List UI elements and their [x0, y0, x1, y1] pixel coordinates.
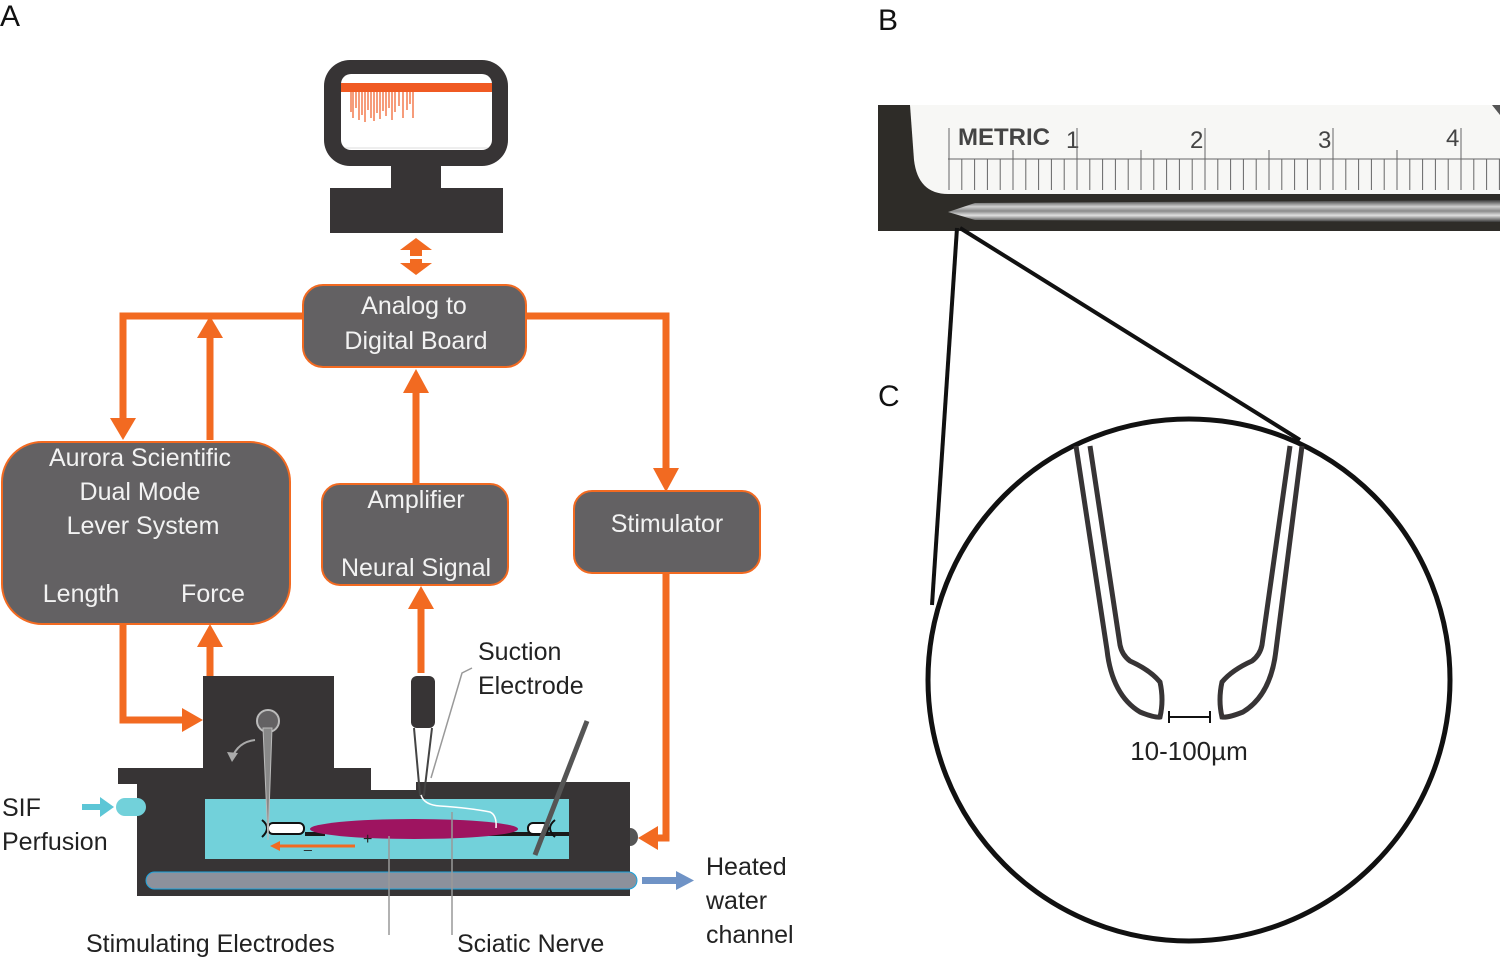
- ruler-number-4: 4: [1446, 125, 1459, 152]
- arrowhead-up-adc-left: [197, 316, 223, 338]
- pin: [532, 720, 590, 856]
- suction-electrode-label-line1: Suction: [478, 638, 561, 666]
- neural-signal-label: Neural Signal: [341, 554, 491, 582]
- suction-electrode-leader: [430, 667, 473, 779]
- scale-bar: [1168, 711, 1211, 723]
- water-label: water: [705, 887, 767, 915]
- pipette-tip-outline: [1073, 445, 1305, 720]
- ruler-number-3: 3: [1318, 127, 1331, 154]
- signal-connections: [119, 312, 670, 842]
- suction-electrode-label-line2: Electrode: [478, 672, 584, 700]
- stimulator-label: Stimulator: [611, 510, 724, 538]
- arrowheads: [110, 316, 679, 850]
- water-out-arrow-icon: [676, 871, 694, 890]
- neural-signal-trace: [341, 83, 492, 122]
- lever-system-box: Aurora Scientific Dual Mode Lever System…: [1, 441, 291, 625]
- heated-label: Heated: [706, 853, 787, 881]
- adc-to-stimulator-line: [526, 312, 670, 470]
- electrode-plus: +: [363, 831, 372, 848]
- sciatic-nerve: [310, 819, 518, 839]
- adc-board-label-line1: Analog to: [361, 292, 467, 320]
- length-label: Length: [43, 580, 119, 608]
- lever-system-label-line2: Dual Mode: [80, 478, 201, 506]
- suction-electrode-body: [411, 676, 435, 728]
- arrowhead-up-amplifier: [408, 586, 434, 609]
- stimulator-box: Stimulator: [573, 490, 761, 574]
- leader-lines: [388, 667, 473, 935]
- lever-system-label-line3: Lever System: [67, 512, 220, 540]
- channel-label: channel: [706, 921, 794, 949]
- perfusion-label: Perfusion: [2, 828, 108, 856]
- lever-system-label-line1: Aurora Scientific: [49, 444, 231, 472]
- double-arrow-icon: [400, 238, 432, 275]
- ruler-number-2: 2: [1190, 127, 1203, 154]
- adc-to-lever-line: [119, 312, 303, 420]
- magnification-circle: [925, 416, 1453, 944]
- perfusion-inlet: [116, 798, 146, 816]
- ruler-metric-label: METRIC: [958, 124, 1050, 151]
- arrowhead-down-lever: [110, 418, 136, 440]
- ruler-ticks: [948, 128, 1500, 190]
- amplifier-box: Amplifier Neural Signal: [321, 483, 509, 586]
- stimulating-electrodes-label: Stimulating Electrodes: [86, 930, 335, 958]
- sif-label: SIF: [2, 794, 41, 822]
- sif-arrow-icon: [100, 797, 114, 817]
- force-label: Force: [181, 580, 245, 608]
- amplifier-label: Amplifier: [367, 486, 464, 514]
- scale-bar-label: 10-100µm: [1130, 736, 1248, 766]
- glass-pipette: [948, 200, 1500, 222]
- adc-board-box: Analog to Digital Board: [302, 284, 527, 368]
- panel-label-c: C: [878, 380, 900, 413]
- arrowhead-left-bath: [638, 826, 658, 850]
- ruler-photo: METRIC 1 2 3 4: [878, 105, 1500, 231]
- panel-label-b: B: [878, 4, 898, 37]
- sciatic-nerve-label: Sciatic Nerve: [457, 930, 604, 958]
- arrowhead-up-adc-center: [403, 369, 429, 393]
- adc-board-label-line2: Digital Board: [344, 327, 487, 355]
- computer-monitor-icon: [324, 60, 508, 233]
- nerve-bath-apparatus: _ +: [82, 676, 694, 896]
- stimulator-to-bath-line: [655, 572, 670, 842]
- length-to-motor-line: [119, 624, 184, 724]
- arrowhead-down-stimulator: [653, 468, 679, 492]
- magnification-lines: [930, 226, 1302, 606]
- electrode-minus: _: [303, 835, 312, 851]
- magnified-tip: 10-100µm: [925, 416, 1453, 944]
- heated-water-pipe: [145, 871, 638, 890]
- arrowhead-up-force: [197, 624, 223, 647]
- panel-label-a: A: [0, 0, 20, 33]
- left-nerve-clamp: [261, 819, 305, 838]
- arrowhead-right-motor: [182, 708, 203, 732]
- ruler-number-1: 1: [1066, 127, 1079, 154]
- nerve-branch: [420, 794, 497, 829]
